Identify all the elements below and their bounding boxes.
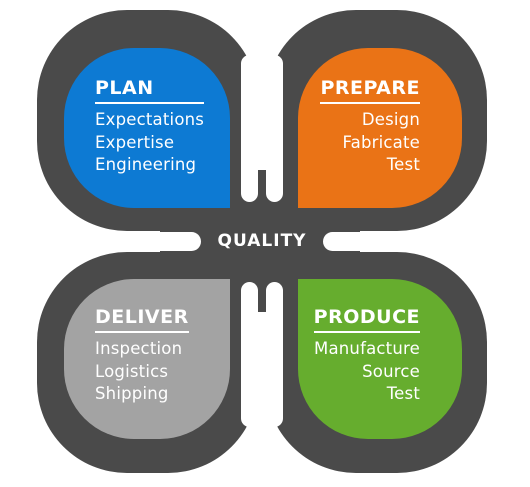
produce-item: Manufacture (314, 339, 420, 358)
deliver-section: DELIVER Inspection Logistics Shipping (95, 306, 189, 406)
gap (241, 55, 258, 202)
petal-prepare (298, 48, 462, 208)
deliver-item: Inspection (95, 339, 183, 358)
gap (323, 232, 518, 251)
frame-gaps (8, 55, 518, 427)
deliver-title: DELIVER (95, 306, 189, 333)
gap (266, 282, 283, 427)
prepare-section: PREPARE Design Fabricate Test (320, 77, 420, 177)
deliver-items: Inspection Logistics Shipping (95, 338, 189, 406)
prepare-item: Test (386, 155, 420, 174)
plan-item: Engineering (95, 155, 197, 174)
prepare-item: Design (361, 110, 420, 129)
petal-deliver (64, 279, 230, 439)
gap (241, 282, 258, 427)
plan-title: PLAN (95, 77, 205, 104)
plan-section: PLAN Expectations Expertise Engineering (95, 77, 205, 177)
center-label-quality: QUALITY (217, 231, 307, 251)
produce-items: Manufacture Source Test (314, 338, 420, 406)
petal-produce (298, 279, 462, 439)
gap (266, 55, 283, 202)
prepare-items: Design Fabricate Test (320, 109, 420, 177)
petal-plan (64, 48, 230, 208)
produce-item: Source (362, 361, 420, 381)
prepare-item: Fabricate (342, 132, 420, 152)
produce-section: PRODUCE Manufacture Source Test (313, 306, 420, 406)
produce-item: Test (386, 384, 420, 403)
plan-items: Expectations Expertise Engineering (95, 109, 204, 177)
gap (8, 232, 201, 251)
inner-petals (64, 48, 462, 439)
prepare-title: PREPARE (320, 77, 420, 104)
plan-item: Expectations (95, 110, 205, 129)
deliver-item: Logistics (95, 361, 169, 381)
produce-title: PRODUCE (313, 306, 420, 333)
plan-item: Expertise (95, 132, 175, 152)
deliver-item: Shipping (95, 384, 169, 403)
